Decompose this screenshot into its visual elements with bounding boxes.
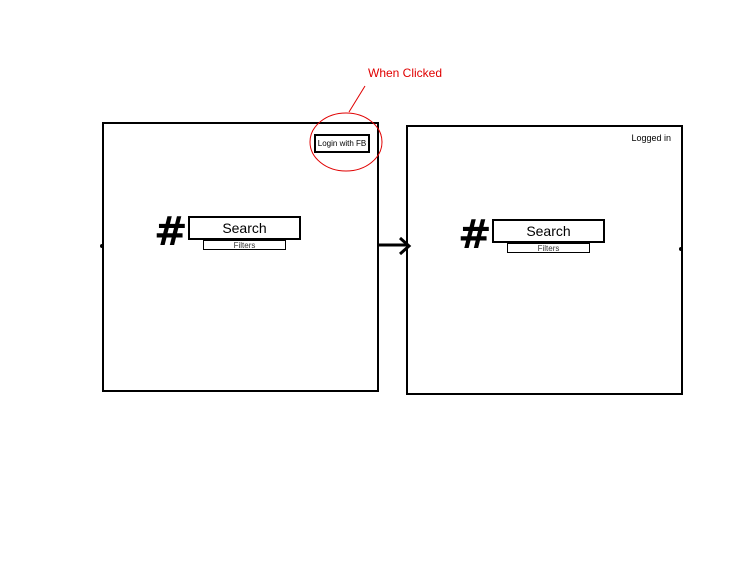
search-button[interactable]: Search	[492, 219, 605, 243]
login-with-fb-button[interactable]: Login with FB	[314, 134, 370, 153]
connector-dot	[100, 244, 104, 248]
connector-dot	[679, 247, 683, 251]
search-button[interactable]: Search	[188, 216, 301, 240]
hash-icon: #	[154, 209, 188, 255]
screen-before-login: # Search Filters Login with FB	[102, 122, 379, 392]
hash-icon: #	[458, 212, 492, 258]
screen-after-login: Logged in # Search Filters	[406, 125, 683, 395]
filters-button[interactable]: Filters	[203, 240, 286, 250]
callout-circle	[309, 112, 383, 172]
logged-in-status: Logged in	[631, 133, 671, 143]
when-clicked-annotation: When Clicked	[368, 66, 443, 80]
transition-arrow	[378, 236, 412, 256]
callout-line	[348, 85, 366, 113]
filters-button[interactable]: Filters	[507, 243, 590, 253]
